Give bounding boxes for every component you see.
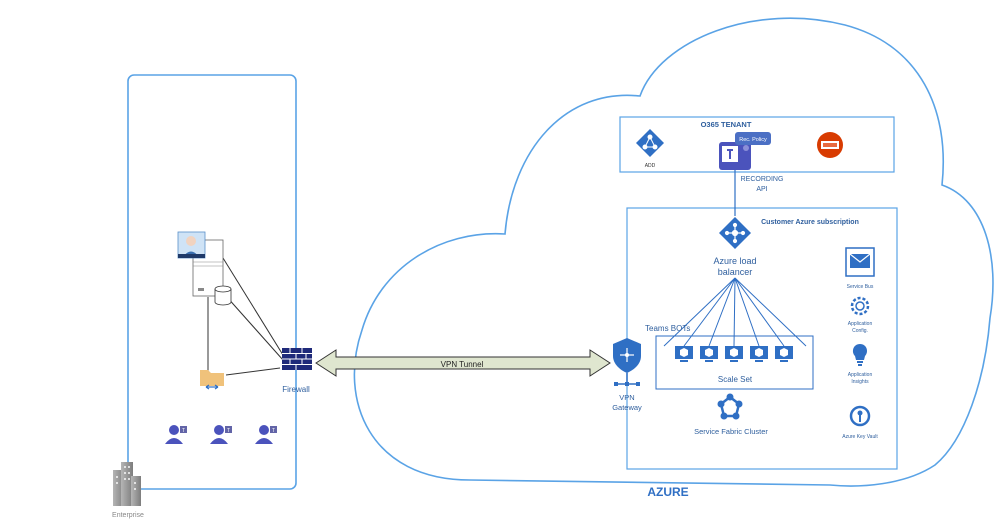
vpn-gateway-icon [613, 338, 641, 386]
application-config-label-line2: Config. [852, 328, 868, 334]
teams-bots-label: Teams BOTs [645, 324, 690, 333]
service-fabric-icon [717, 393, 743, 420]
vpn-gateway-label-line2: Gateway [612, 403, 642, 412]
azure-label: AZURE [647, 485, 688, 499]
vpn-tunnel-arrow [315, 349, 611, 377]
application-config-icon [850, 296, 870, 316]
application-insights-label-line2: Insights [851, 379, 869, 385]
vm-instance-icon [675, 346, 693, 362]
svg-text:T: T [182, 428, 185, 434]
rec-policy-badge: Rec. Policy [735, 132, 771, 145]
vm-instance-icon [700, 346, 718, 362]
teams-app-icon [719, 142, 751, 170]
firewall-label: Firewall [282, 385, 310, 394]
svg-text:T: T [272, 428, 275, 434]
recorder-server-icon [177, 231, 224, 297]
service-bus-icon [845, 247, 875, 277]
enterprise-building-icon [113, 462, 141, 506]
database-icon [214, 285, 232, 306]
bot-connection-lines [663, 277, 807, 347]
enterprise-boundary [127, 74, 297, 490]
file-share-folder-icon [200, 370, 224, 390]
vm-instances [675, 346, 793, 362]
vpn-gateway-label-line1: VPN [619, 393, 634, 402]
scale-set-label: Scale Set [718, 375, 753, 384]
rec-policy-label: Rec. Policy [739, 137, 767, 143]
firewall-icon [282, 348, 312, 370]
teams-user-icon: T [210, 425, 232, 444]
o365-tenant-title: O365 TENANT [701, 120, 752, 129]
teams-user-icon: T [255, 425, 277, 444]
application-insights-icon [852, 344, 868, 366]
recording-api-label-line1: RECORDING [741, 176, 784, 183]
azure-load-balancer-icon [719, 217, 751, 249]
svg-text:T: T [227, 428, 230, 434]
office365-icon [817, 132, 843, 158]
vpn-tunnel-label: VPN Tunnel [441, 360, 484, 369]
key-vault-icon [849, 405, 871, 427]
aad-icon [636, 129, 664, 157]
aad-label: ADD [645, 163, 656, 169]
load-balancer-label-line1: Azure load [713, 256, 756, 266]
o365-tenant-box [619, 116, 895, 173]
enterprise-connection-lines [207, 257, 284, 376]
application-config-label-line1: Application [848, 321, 873, 327]
recording-api-label-line2: API [756, 186, 767, 193]
vm-instance-icon [775, 346, 793, 362]
service-bus-label: Service Bus [847, 284, 874, 290]
key-vault-label: Azure Key Vault [842, 434, 878, 440]
application-insights-label-line1: Application [848, 372, 873, 378]
load-balancer-label-line2: balancer [718, 267, 753, 277]
vm-instance-icon [750, 346, 768, 362]
subscription-title: Customer Azure subscription [761, 219, 859, 226]
azure-cloud [353, 17, 994, 487]
vm-instance-icon [725, 346, 743, 362]
service-fabric-label: Service Fabric Cluster [694, 427, 768, 436]
enterprise-label: Enterprise [112, 512, 144, 519]
teams-user-icon: T [165, 425, 187, 444]
